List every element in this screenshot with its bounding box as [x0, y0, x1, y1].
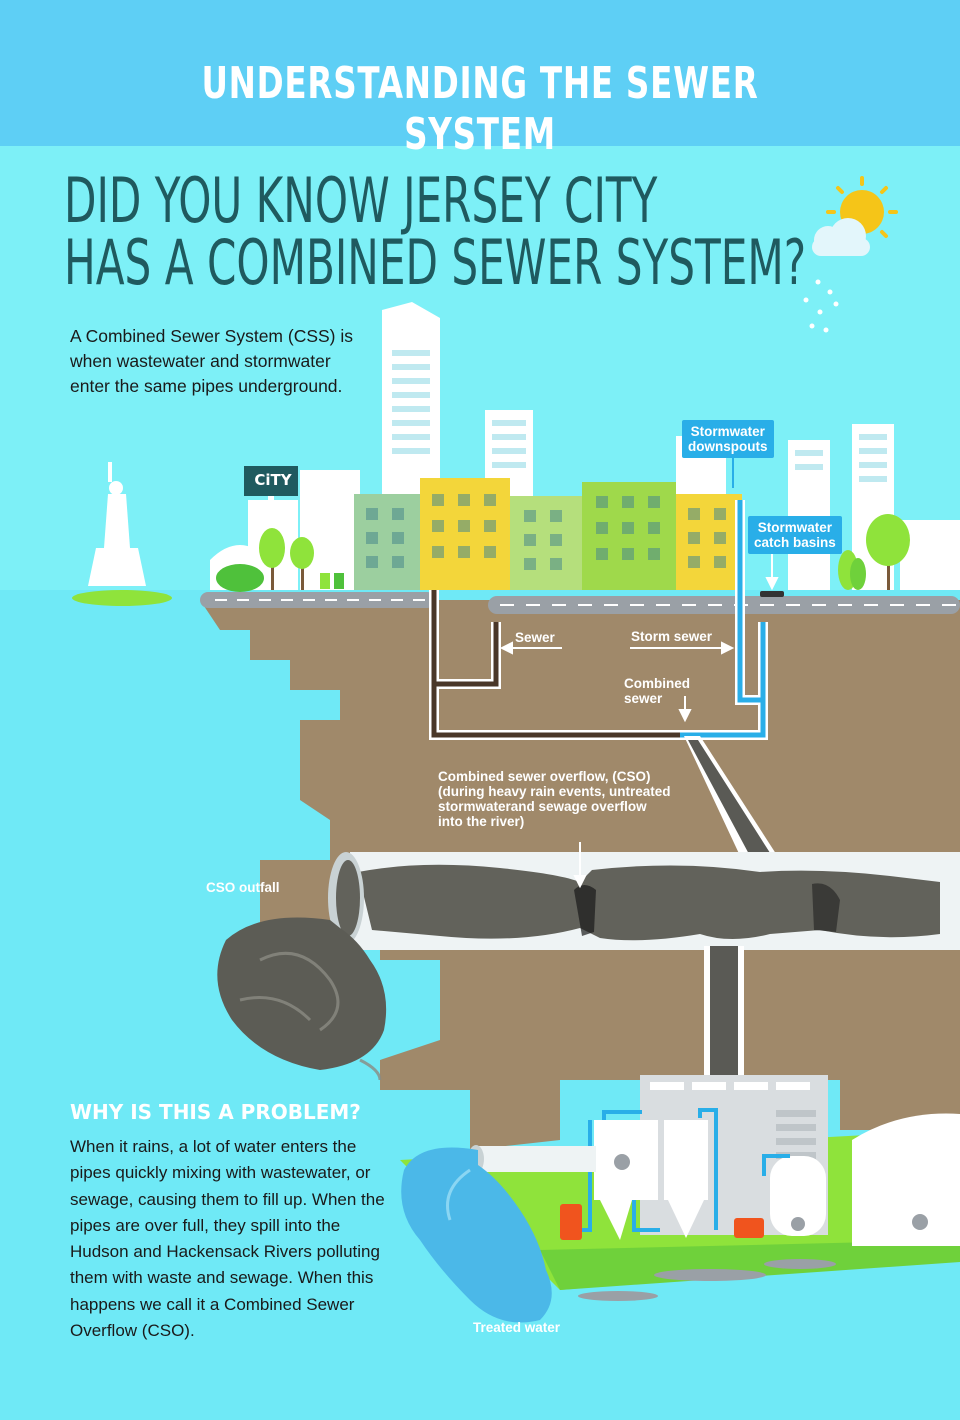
cso-arrow: [573, 842, 587, 889]
combined-sewer-arrow: [678, 696, 692, 723]
headline: DID YOU KNOW JERSEY CITY HAS A COMBINED …: [64, 170, 806, 294]
building-windows: [366, 494, 726, 570]
liberty-island: [72, 590, 172, 606]
sewer-label: Sewer: [515, 630, 555, 645]
problem-heading: WHY IS THIS A PROBLEM?: [70, 1100, 361, 1124]
city-sign-text: CiTY: [254, 471, 292, 489]
cso-outfall-discharge: [217, 917, 387, 1070]
headline-line-2: HAS A COMBINED SEWER SYSTEM?: [64, 226, 807, 299]
pump-icon: [560, 1204, 582, 1240]
cso-outfall-label: CSO outfall: [206, 880, 280, 895]
cso-label: Combined sewer overflow, (CSO) (during h…: [438, 769, 671, 829]
street: [200, 591, 960, 614]
problem-body: When it rains, a lot of water enters the…: [70, 1137, 385, 1341]
rain-drops-icon: [803, 279, 839, 333]
intro-text: A Combined Sewer System (CSS) is when wa…: [70, 326, 354, 396]
combined-sewer-label: Combined sewer: [624, 676, 690, 706]
headline-line-1: DID YOU KNOW JERSEY CITY: [64, 164, 658, 237]
catch-basin-pointer: [765, 552, 779, 591]
statue-of-liberty-icon: [88, 462, 146, 586]
page-title: UNDERSTANDING THE SEWER SYSTEM: [201, 58, 759, 160]
treatment-plant: [560, 1075, 960, 1301]
cloud-icon: [812, 218, 870, 256]
treated-water-pipe: [476, 1146, 596, 1172]
sewer-arrow: [499, 641, 562, 655]
catch-basin-grate: [760, 591, 784, 597]
skyline-windows: [392, 350, 887, 482]
trees: [216, 514, 910, 592]
treated-water-label: Treated water: [473, 1320, 561, 1335]
cso-pipe-sewage: [358, 864, 940, 941]
row-buildings: [354, 478, 742, 590]
treated-water-flow: [401, 1147, 552, 1323]
title-banner: [0, 0, 960, 146]
storm-sewer-label: Storm sewer: [631, 629, 713, 644]
stormwater-downspouts-label: Stormwater downspouts: [682, 420, 774, 458]
recycling-bins-icon: [320, 573, 344, 589]
stormwater-catch-basins-label: Stormwater catch basins: [748, 516, 842, 554]
city-sign: [244, 466, 298, 512]
storm-sewer-arrow: [630, 641, 735, 655]
